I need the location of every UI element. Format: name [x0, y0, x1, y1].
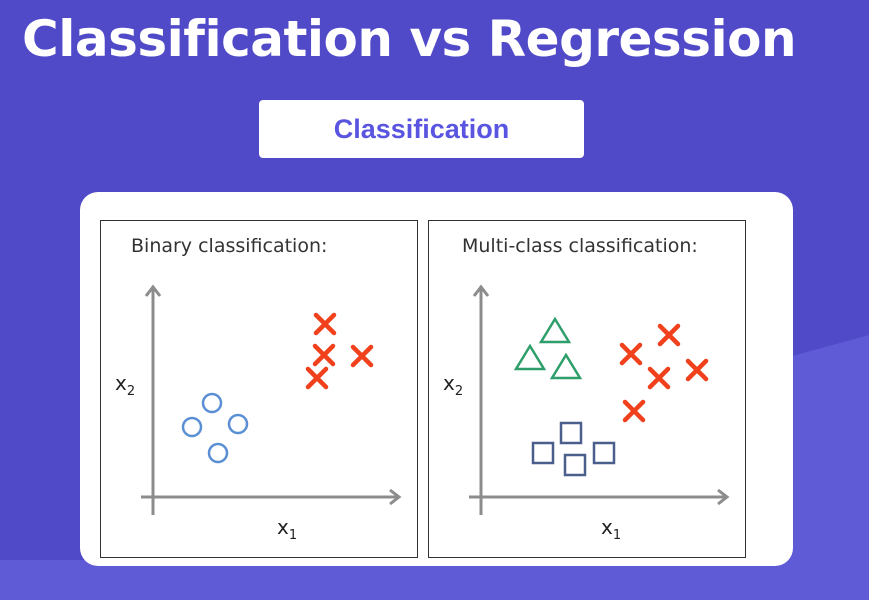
x-axis-label: x1 — [277, 515, 297, 543]
y-label-sub: 2 — [126, 384, 136, 399]
cross-point — [312, 343, 336, 367]
binary-scatter-plot — [141, 284, 402, 515]
cross-point — [622, 399, 646, 423]
multiclass-classification-panel: Multi-class classification: x2 x1 — [428, 220, 746, 558]
triangle-point — [538, 316, 572, 344]
panel-title: Binary classification: — [131, 235, 328, 257]
x-axis-label: x1 — [601, 515, 621, 543]
panel-title: Multi-class classification: — [462, 235, 698, 257]
cross-point — [657, 323, 681, 347]
square-point — [563, 453, 587, 477]
y-axis-label: x2 — [443, 371, 463, 399]
x-label-text: x — [277, 515, 289, 539]
square-point — [559, 421, 583, 445]
classification-tab-button[interactable]: Classification — [259, 100, 584, 158]
x-label-sub: 1 — [288, 528, 298, 543]
y-label-text: x — [443, 371, 455, 395]
y-label-sub: 2 — [454, 384, 464, 399]
circle-point — [181, 416, 203, 438]
cross-point — [313, 312, 337, 336]
triangle-point — [513, 343, 547, 371]
circle-point — [201, 392, 223, 414]
circle-point — [227, 413, 249, 435]
cross-point — [350, 344, 374, 368]
x-axis-arrowhead — [389, 488, 402, 506]
cross-point — [619, 342, 643, 366]
circle-point — [207, 442, 229, 464]
y-axis-arrowhead — [144, 284, 162, 297]
y-label-text: x — [115, 371, 127, 395]
multiclass-scatter-plot — [469, 284, 730, 515]
y-axis-label: x2 — [115, 371, 135, 399]
cross-point — [305, 366, 329, 390]
y-axis-arrowhead — [472, 284, 490, 297]
square-point — [592, 441, 616, 465]
cross-point — [647, 366, 671, 390]
x-axis-arrowhead — [717, 488, 730, 506]
binary-classification-panel: Binary classification: x2 x1 — [100, 220, 418, 558]
square-point — [531, 441, 555, 465]
x-label-text: x — [601, 515, 613, 539]
x-label-sub: 1 — [612, 528, 622, 543]
page-title: Classification vs Regression — [22, 10, 797, 68]
cross-point — [685, 358, 709, 382]
triangle-point — [549, 352, 583, 380]
